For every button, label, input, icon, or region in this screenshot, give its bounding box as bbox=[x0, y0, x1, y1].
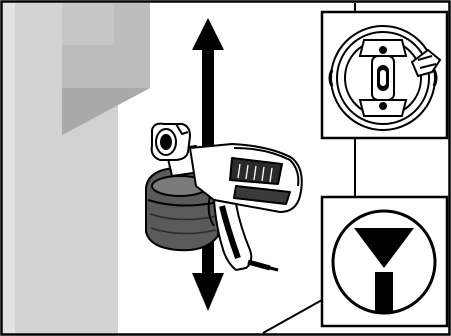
vertical-fan-symbol-icon bbox=[331, 209, 437, 315]
callout-lines bbox=[262, 3, 356, 334]
power-cord bbox=[247, 259, 271, 271]
spray-pattern-inset bbox=[320, 195, 449, 328]
nozzle-setting-inset bbox=[320, 10, 449, 140]
nozzle-cap-icon bbox=[328, 25, 442, 131]
wall-surface bbox=[3, 3, 150, 333]
paint-sprayer bbox=[145, 122, 303, 272]
